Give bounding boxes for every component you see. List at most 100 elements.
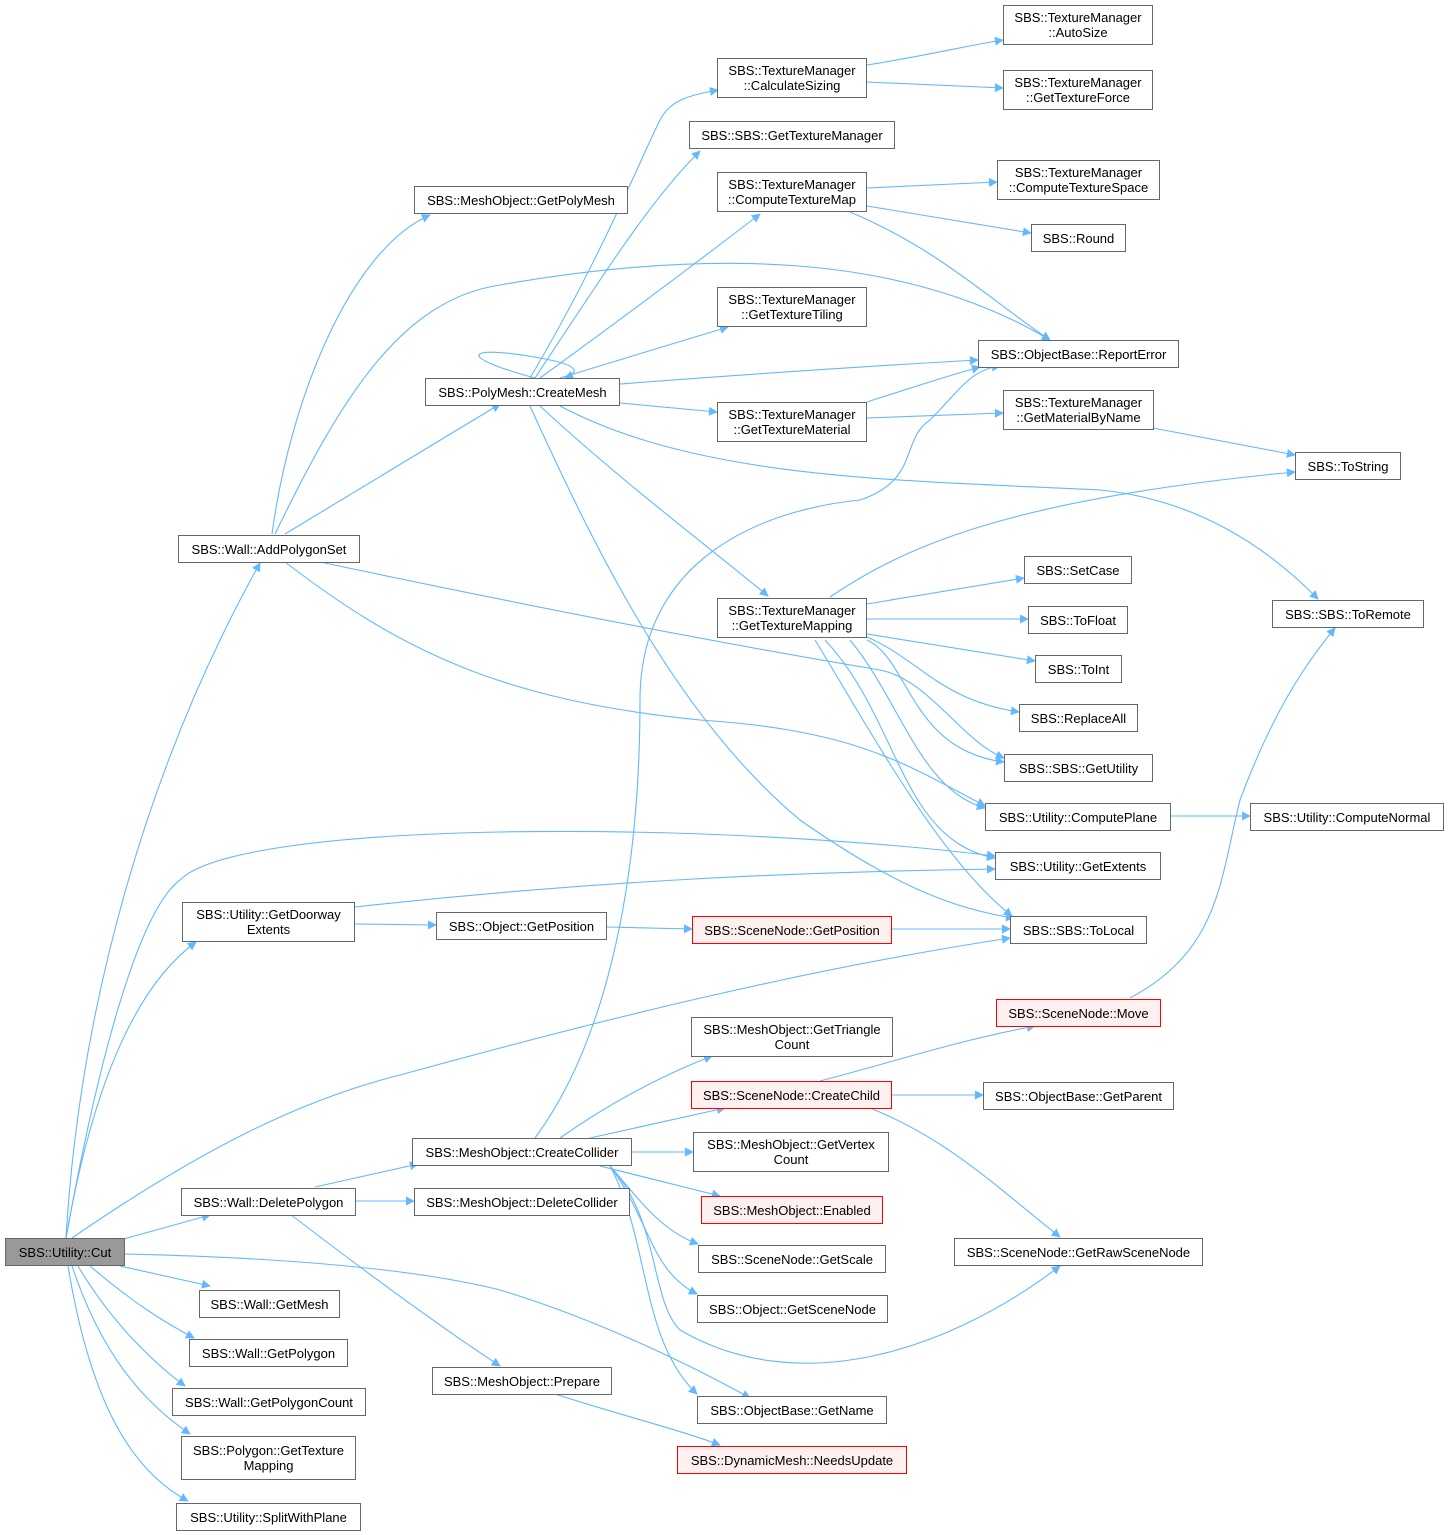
edge-create-collider-get-raw-scene-node [609, 1165, 1061, 1364]
node-wall-get-mesh[interactable]: SBS::Wall::GetMesh [199, 1290, 340, 1318]
node-delete-polygon[interactable]: SBS::Wall::DeletePolygon [181, 1188, 356, 1216]
node-move[interactable]: SBS::SceneNode::Move [996, 999, 1161, 1027]
edge-calculate-sizing-get-texture-force [866, 81, 1004, 93]
node-polygon-get-texture-mapping[interactable]: SBS::Polygon::GetTexture Mapping [181, 1436, 356, 1480]
edge-create-collider-get-scene-node [609, 1165, 698, 1295]
edge-get-texture-mapping-replace-all [866, 636, 1020, 716]
node-create-mesh[interactable]: SBS::PolyMesh::CreateMesh [425, 378, 620, 406]
node-get-texture-force[interactable]: SBS::TextureManager ::GetTextureForce [1003, 70, 1153, 110]
node-needs-update[interactable]: SBS::DynamicMesh::NeedsUpdate [677, 1446, 907, 1474]
node-to-local[interactable]: SBS::SBS::ToLocal [1010, 916, 1147, 944]
node-compute-plane[interactable]: SBS::Utility::ComputePlane [985, 803, 1171, 831]
node-to-int[interactable]: SBS::ToInt [1035, 655, 1122, 683]
node-to-string[interactable]: SBS::ToString [1295, 452, 1401, 480]
node-cut: SBS::Utility::Cut [5, 1238, 125, 1266]
node-auto-size[interactable]: SBS::TextureManager ::AutoSize [1003, 5, 1153, 45]
node-get-scale[interactable]: SBS::SceneNode::GetScale [698, 1245, 886, 1273]
node-get-material-by-name[interactable]: SBS::TextureManager ::GetMaterialByName [1003, 390, 1154, 430]
node-wall-get-polygon[interactable]: SBS::Wall::GetPolygon [189, 1339, 348, 1367]
edge-get-texture-mapping-set-case [866, 574, 1025, 605]
node-get-scene-node[interactable]: SBS::Object::GetSceneNode [697, 1295, 888, 1323]
node-get-name[interactable]: SBS::ObjectBase::GetName [697, 1396, 887, 1424]
node-get-texture-tiling[interactable]: SBS::TextureManager ::GetTextureTiling [717, 287, 867, 327]
node-get-texture-mapping[interactable]: SBS::TextureManager ::GetTextureMapping [717, 598, 867, 638]
node-scene-node-get-position[interactable]: SBS::SceneNode::GetPosition [692, 916, 892, 944]
edge-prepare-needs-update [554, 1393, 721, 1447]
node-get-vertex-count[interactable]: SBS::MeshObject::GetVertex Count [693, 1132, 889, 1172]
node-set-case[interactable]: SBS::SetCase [1024, 556, 1132, 584]
edge-create-mesh-calculate-sizing [529, 86, 719, 379]
node-get-parent[interactable]: SBS::ObjectBase::GetParent [983, 1082, 1174, 1110]
edge-create-mesh-to-local [529, 405, 1015, 922]
node-round[interactable]: SBS::Round [1031, 224, 1126, 252]
edge-add-polygon-set-get-utility [319, 561, 1005, 760]
node-add-polygon-set[interactable]: SBS::Wall::AddPolygonSet [178, 535, 360, 563]
edge-add-polygon-set-get-poly-mesh [271, 214, 431, 535]
edge-compute-texture-map-compute-texture-space [866, 177, 998, 189]
edge-compute-texture-map-round [866, 205, 1032, 237]
edge-cut-add-polygon-set [65, 562, 261, 1239]
edge-get-doorway-extents-get-extents [354, 864, 996, 908]
node-prepare[interactable]: SBS::MeshObject::Prepare [432, 1367, 612, 1395]
node-to-float[interactable]: SBS::ToFloat [1028, 606, 1128, 634]
edge-create-collider-report-error [534, 362, 1001, 1139]
edge-create-mesh-report-error [619, 355, 979, 385]
edge-move-to-remote [1129, 627, 1336, 999]
edge-compute-texture-map-report-error [849, 211, 1051, 341]
edge-cut-delete-polygon [119, 1212, 211, 1241]
edge-create-child-get-raw-scene-node [869, 1107, 1061, 1238]
node-get-poly-mesh[interactable]: SBS::MeshObject::GetPolyMesh [414, 186, 628, 214]
edge-create-mesh-to-remote [559, 405, 1319, 600]
edge-delete-polygon-prepare [289, 1213, 501, 1367]
node-get-doorway-extents[interactable]: SBS::Utility::GetDoorway Extents [182, 902, 355, 942]
edge-get-material-by-name-to-string [1152, 427, 1296, 458]
node-get-raw-scene-node[interactable]: SBS::SceneNode::GetRawSceneNode [954, 1238, 1203, 1266]
edge-add-polygon-set-report-error [274, 262, 1051, 535]
node-compute-texture-map[interactable]: SBS::TextureManager ::ComputeTextureMap [717, 172, 867, 212]
node-object-get-position[interactable]: SBS::Object::GetPosition [436, 912, 607, 940]
edge-get-doorway-extents-object-get-position [354, 920, 437, 930]
node-create-collider[interactable]: SBS::MeshObject::CreateCollider [412, 1138, 632, 1166]
node-enabled[interactable]: SBS::MeshObject::Enabled [701, 1196, 883, 1224]
edge-cut-split-with-plane [67, 1265, 189, 1502]
edge-get-texture-mapping-compute-plane [849, 639, 986, 811]
node-split-with-plane[interactable]: SBS::Utility::SplitWithPlane [176, 1503, 361, 1531]
node-delete-collider[interactable]: SBS::MeshObject::DeleteCollider [414, 1188, 630, 1216]
edge-cut-to-local [71, 934, 1011, 1239]
node-replace-all[interactable]: SBS::ReplaceAll [1019, 704, 1138, 732]
edge-create-collider-get-triangle-count [559, 1054, 713, 1139]
edge-get-texture-material-report-error [866, 364, 981, 403]
node-create-child[interactable]: SBS::SceneNode::CreateChild [691, 1081, 892, 1109]
edge-delete-polygon-create-collider [314, 1161, 419, 1188]
node-wall-get-polygon-count[interactable]: SBS::Wall::GetPolygonCount [172, 1388, 366, 1416]
node-get-utility[interactable]: SBS::SBS::GetUtility [1004, 754, 1153, 782]
edge-get-texture-material-get-material-by-name [866, 408, 1004, 419]
edge-get-texture-mapping-to-int [866, 633, 1036, 665]
node-get-triangle-count[interactable]: SBS::MeshObject::GetTriangle Count [691, 1017, 893, 1057]
edge-add-polygon-set-compute-plane [284, 561, 986, 807]
edge-create-mesh-get-texture-manager [534, 150, 701, 379]
edge-cut-polygon-get-texture-mapping [71, 1265, 191, 1435]
edge-cut-get-doorway-extents [65, 941, 197, 1239]
edge-cut-wall-get-polygon-count [77, 1265, 186, 1387]
edge-cut-wall-get-polygon [89, 1265, 195, 1339]
edge-create-child-move [819, 1023, 1036, 1082]
node-calculate-sizing[interactable]: SBS::TextureManager ::CalculateSizing [717, 58, 867, 98]
node-get-extents[interactable]: SBS::Utility::GetExtents [995, 852, 1161, 880]
edge-create-mesh-get-texture-mapping [539, 405, 769, 597]
edge-get-texture-mapping-to-local [814, 639, 1013, 917]
node-compute-normal[interactable]: SBS::Utility::ComputeNormal [1250, 803, 1444, 831]
node-get-texture-manager[interactable]: SBS::SBS::GetTextureManager [689, 121, 895, 149]
node-get-texture-material[interactable]: SBS::TextureManager ::GetTextureMaterial [717, 402, 867, 442]
edge-cut-wall-get-mesh [119, 1265, 211, 1289]
edge-get-texture-mapping-get-utility [866, 639, 1005, 766]
edge-create-mesh-get-texture-tiling [559, 325, 729, 379]
node-compute-texture-space[interactable]: SBS::TextureManager ::ComputeTextureSpac… [997, 160, 1160, 200]
edge-get-texture-mapping-to-string [829, 468, 1296, 598]
edge-calculate-sizing-auto-size [866, 36, 1004, 66]
node-to-remote[interactable]: SBS::SBS::ToRemote [1272, 600, 1424, 628]
node-report-error[interactable]: SBS::ObjectBase::ReportError [978, 340, 1179, 368]
edge-create-mesh-self [478, 351, 575, 380]
